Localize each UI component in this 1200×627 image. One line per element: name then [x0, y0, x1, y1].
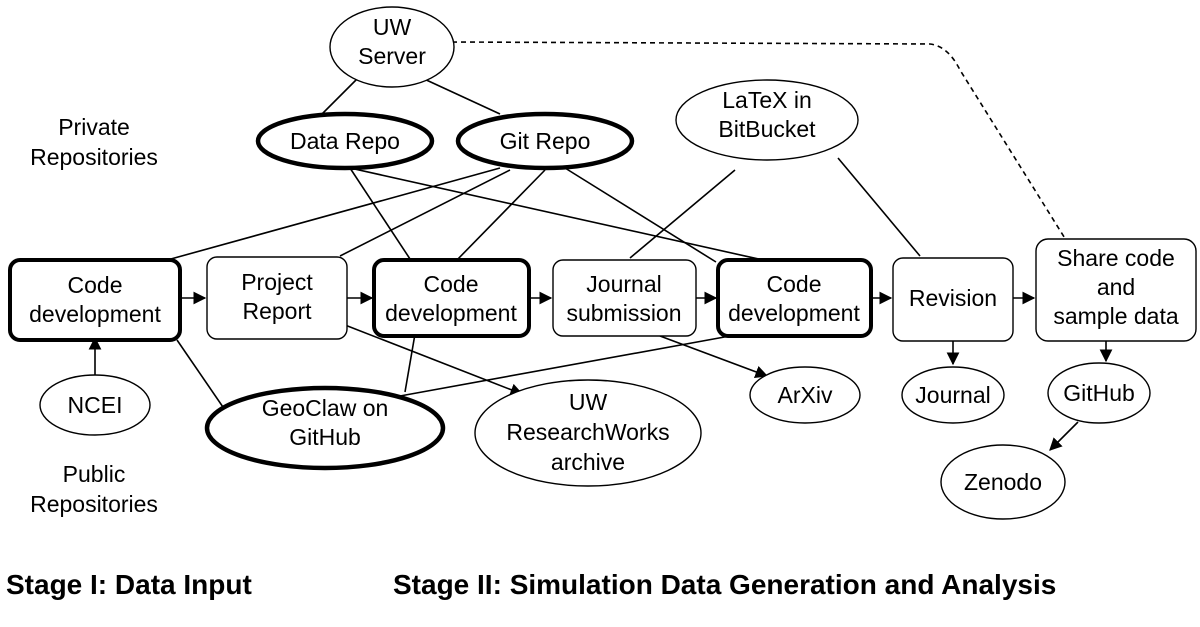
ncei-label: NCEI [68, 392, 123, 418]
code-dev-2-line2: development [385, 300, 517, 326]
private-repositories-line2: Repositories [30, 144, 158, 170]
node-github: GitHub [1047, 362, 1151, 424]
code-dev-3-line1: Code [767, 271, 822, 297]
node-code-development-3: Code development [716, 258, 873, 338]
code-dev-1-line2: development [29, 301, 161, 327]
edge-latex-journalsubmission [629, 169, 736, 259]
geoclaw-line2: GitHub [289, 424, 361, 450]
data-repo-label: Data Repo [290, 128, 400, 154]
node-journal: Journal [901, 366, 1005, 424]
node-share-code: Share code and sample data [1035, 238, 1197, 342]
edge-uwserver-gitrepo [421, 77, 501, 115]
code-dev-3-line2: development [728, 300, 860, 326]
journal-submission-line1: Journal [586, 271, 661, 297]
arrow-projectreport-uwresearchworks [344, 324, 524, 396]
latex-line1: LaTeX in [722, 87, 812, 113]
latex-line2: BitBucket [718, 116, 816, 142]
code-dev-1-line1: Code [68, 272, 123, 298]
journal-label: Journal [915, 382, 990, 408]
uw-server-line2: Server [358, 43, 426, 69]
stage-2-heading: Stage II: Simulation Data Generation and… [393, 569, 1056, 600]
revision-label: Revision [909, 285, 997, 311]
node-journal-submission: Journal submission [552, 259, 697, 337]
share-code-line3: sample data [1053, 303, 1179, 329]
public-repositories-line2: Repositories [30, 491, 158, 517]
node-arxiv: ArXiv [749, 366, 861, 424]
node-data-repo: Data Repo [255, 111, 435, 171]
zenodo-label: Zenodo [964, 469, 1042, 495]
private-repositories-label: Private Repositories [30, 114, 158, 170]
stage-1-heading: Stage I: Data Input [6, 569, 252, 600]
edge-codedev1-geoclaw [176, 339, 226, 411]
node-code-development-1: Code development [8, 258, 182, 342]
node-project-report: Project Report [206, 256, 348, 340]
edge-gitrepo-codedev1 [159, 167, 501, 263]
node-zenodo: Zenodo [940, 444, 1066, 520]
node-ncei: NCEI [39, 374, 151, 436]
node-revision: Revision [892, 257, 1014, 342]
private-repositories-line1: Private [58, 114, 130, 140]
arrow-journalsubmission-arxiv [659, 335, 769, 378]
node-code-development-2: Code development [372, 258, 531, 338]
node-latex-bitbucket: LaTeX in BitBucket [675, 79, 859, 161]
node-geoclaw: GeoClaw on GitHub [204, 385, 446, 471]
geoclaw-line1: GeoClaw on [262, 395, 389, 421]
git-repo-label: Git Repo [500, 128, 591, 154]
edge-datarepo-codedev2 [349, 167, 413, 263]
code-dev-2-line1: Code [424, 271, 479, 297]
journal-submission-line2: submission [566, 300, 681, 326]
edge-datarepo-codedev3 [349, 167, 773, 263]
edge-codedev2-geoclaw [404, 333, 416, 393]
share-code-line2: and [1097, 274, 1135, 300]
project-report-line2: Report [242, 298, 312, 324]
edge-uwserver-datarepo [321, 77, 359, 115]
uw-researchworks-line1: UW [569, 389, 608, 415]
project-report-line1: Project [241, 269, 313, 295]
edge-uwserver-sharecode-dashed [451, 41, 1067, 241]
edge-gitrepo-projectreport [339, 169, 511, 257]
edge-codedev3-geoclaw [399, 335, 731, 397]
edges [88, 41, 1113, 451]
arrow-github-zenodo [1049, 421, 1079, 451]
edge-gitrepo-codedev3 [564, 167, 717, 263]
node-uw-server: UW Server [329, 6, 455, 88]
public-repositories-line1: Public [63, 461, 126, 487]
uw-server-line1: UW [373, 14, 412, 40]
public-repositories-label: Public Repositories [30, 461, 158, 517]
uw-researchworks-line2: ResearchWorks [506, 419, 669, 445]
uw-researchworks-line3: archive [551, 449, 625, 475]
edge-latex-revision [837, 157, 921, 257]
share-code-line1: Share code [1057, 245, 1175, 271]
github-label: GitHub [1063, 380, 1135, 406]
node-git-repo: Git Repo [455, 111, 635, 171]
arxiv-label: ArXiv [778, 382, 833, 408]
node-uw-researchworks: UW ResearchWorks archive [474, 379, 702, 487]
edge-gitrepo-codedev2 [454, 169, 546, 263]
